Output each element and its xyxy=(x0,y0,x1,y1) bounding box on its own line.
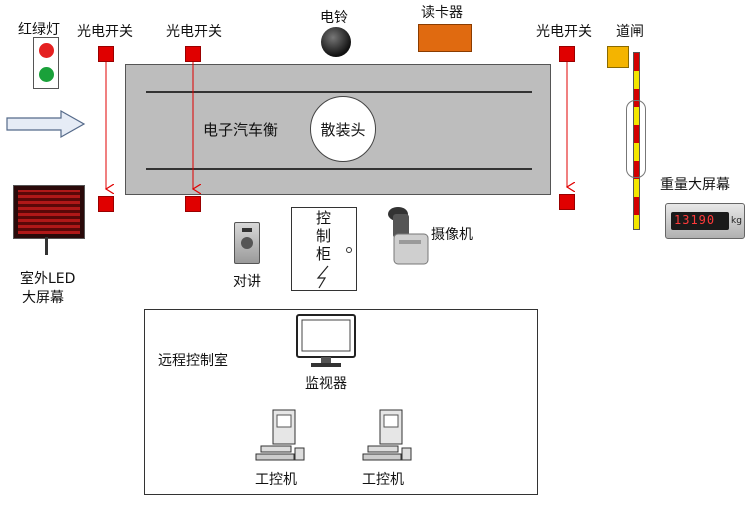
weight-unit: kg xyxy=(731,216,742,226)
industrial-pc-icon-2 xyxy=(362,408,414,462)
cabinet-label-char-3: 柜 xyxy=(316,246,331,262)
bell-icon xyxy=(321,27,351,57)
intercom-label: 对讲 xyxy=(233,274,261,290)
card-reader-icon xyxy=(418,24,472,52)
bell-label: 电铃 xyxy=(320,10,348,26)
cabinet-handle-icon xyxy=(346,247,352,253)
weight-display-icon: 13190 kg xyxy=(665,203,745,239)
intercom-icon xyxy=(234,222,260,264)
remote-room-label: 远程控制室 xyxy=(158,353,228,369)
lightning-icon xyxy=(314,265,334,289)
camera-icon xyxy=(381,204,429,266)
monitor-label: 监视器 xyxy=(305,376,347,392)
industrial-pc-label-2: 工控机 xyxy=(362,472,404,488)
monitor-icon xyxy=(296,314,358,370)
control-cabinet: 控 制 柜 xyxy=(291,207,357,291)
industrial-pc-icon-1 xyxy=(255,408,307,462)
card-reader-label: 读卡器 xyxy=(421,5,463,21)
cabinet-label-char-1: 控 xyxy=(316,210,331,226)
barrier-label: 道闸 xyxy=(616,24,644,40)
weight-display-label: 重量大屏幕 xyxy=(660,177,730,193)
weight-readout: 13190 xyxy=(674,213,715,227)
cabinet-label-char-2: 制 xyxy=(316,228,331,244)
barrier-light-icon xyxy=(607,46,629,68)
industrial-pc-label-1: 工控机 xyxy=(255,472,297,488)
barrier-arm-housing xyxy=(626,100,646,178)
camera-label: 摄像机 xyxy=(431,227,473,243)
